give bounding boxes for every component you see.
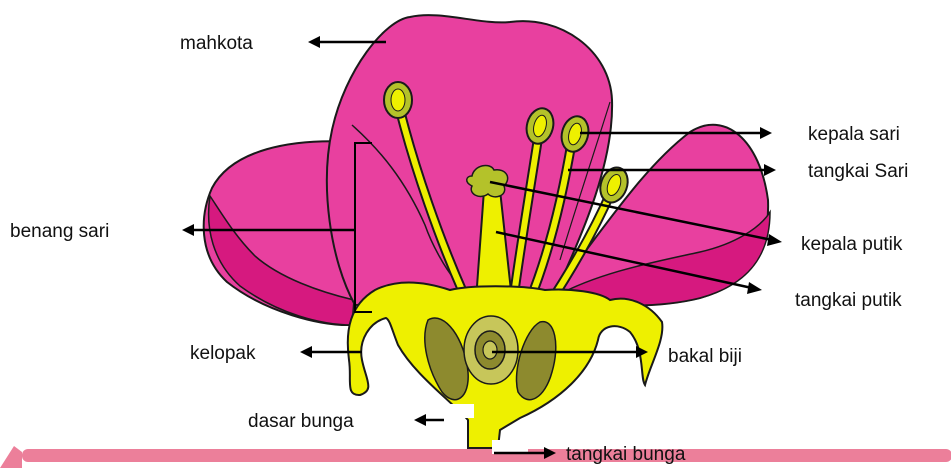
bottom-bar <box>22 449 951 462</box>
label-bakal-biji: bakal biji <box>668 346 742 367</box>
label-benang-sari: benang sari <box>10 221 109 242</box>
arrow-kepala-putik <box>767 234 782 246</box>
label-mask-1 <box>444 404 474 418</box>
label-tangkai-putik: tangkai putik <box>795 290 902 311</box>
label-mahkota: mahkota <box>180 33 253 54</box>
label-kepala-sari: kepala sari <box>808 124 900 145</box>
arrow-kepala-sari <box>760 127 772 139</box>
label-tangkai-sari: tangkai Sari <box>808 161 908 182</box>
arrow-tangkai-putik <box>747 282 762 294</box>
arrow-benang-sari <box>182 224 194 236</box>
arrow-tangkai-sari <box>764 164 776 176</box>
bottom-bar-cap <box>0 446 22 468</box>
label-kepala-putik: kepala putik <box>801 234 903 255</box>
label-dasar-bunga: dasar bunga <box>248 411 354 432</box>
arrow-mahkota <box>308 36 320 48</box>
ovule-core <box>483 341 497 359</box>
label-tangkai-bunga: tangkai bunga <box>566 444 686 465</box>
label-kelopak: kelopak <box>190 343 256 364</box>
arrow-kelopak <box>300 346 312 358</box>
arrow-dasar-bunga <box>414 414 426 426</box>
